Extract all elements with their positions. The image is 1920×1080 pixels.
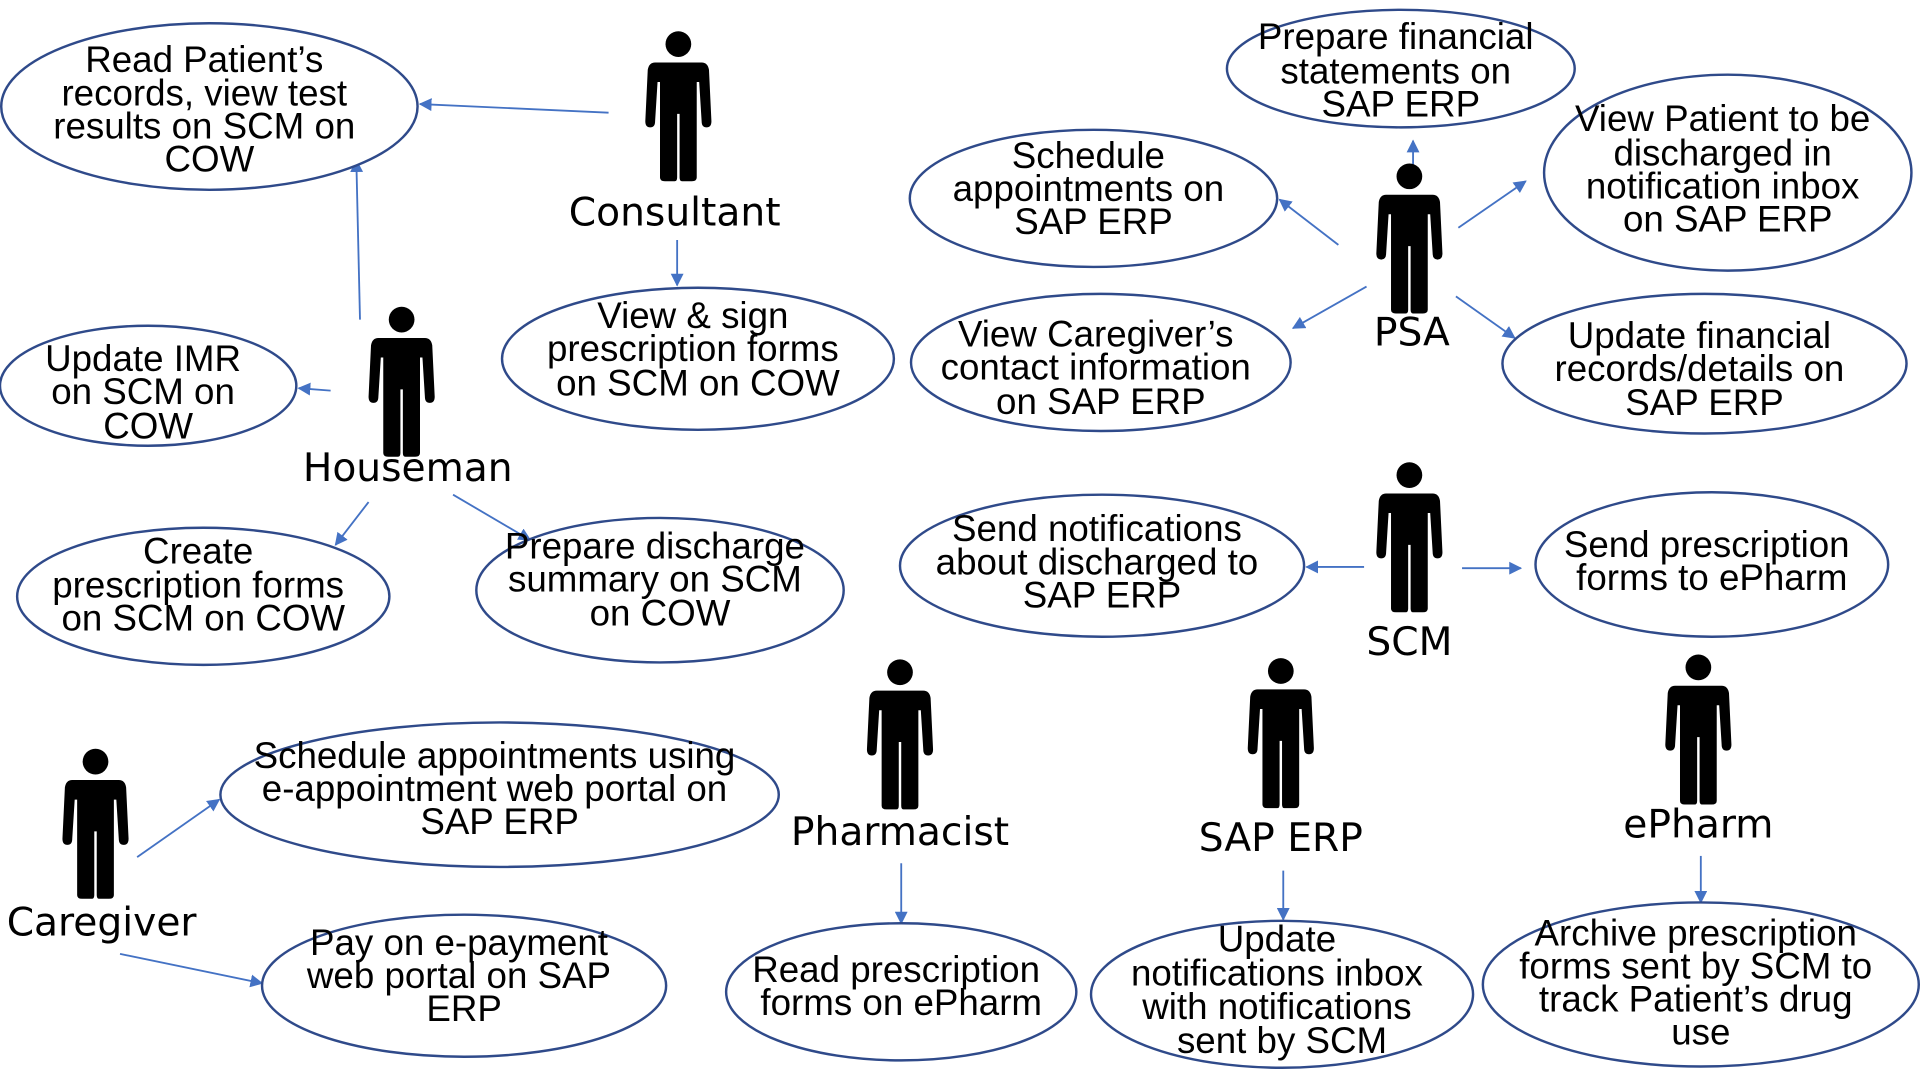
- use-case-update-imr: Update IMR on SCM on COW: [0, 324, 298, 447]
- actor-houseman: Houseman: [303, 306, 513, 491]
- actor-label: Houseman: [303, 446, 513, 491]
- person-icon: [368, 306, 435, 457]
- actor-consultant: Consultant: [569, 31, 781, 235]
- actor-pharmacist: Pharmacist: [791, 659, 1009, 855]
- actor-label: ePharm: [1623, 803, 1773, 848]
- arrow-houseman-create-rx: [334, 501, 370, 546]
- use-case-archive-rx: Archive prescription forms sent by SCM t…: [1481, 901, 1920, 1068]
- use-case-label: Schedule appointments using e-appointmen…: [254, 735, 746, 842]
- association-arrows: [119, 98, 1708, 988]
- arrow-psa-caregiver-contact: [1291, 285, 1367, 329]
- person-icon: [866, 659, 934, 810]
- use-case-epayment: Pay on e-payment web portal on SAP ERP: [260, 913, 668, 1058]
- person-icon: [1376, 163, 1443, 314]
- use-case-discharge-summary: Prepare discharge summary on SCM on COW: [475, 516, 845, 664]
- use-case-label: Read Patient’s records, view test result…: [53, 39, 365, 179]
- use-case-send-rx: Send prescription forms to ePharm: [1534, 491, 1890, 638]
- use-case-label: Update IMR on SCM on COW: [45, 338, 251, 446]
- use-case-label: View Caregiver’s contact information on …: [941, 314, 1261, 422]
- person-icon: [62, 748, 129, 899]
- arrow-caregiver-epayment: [119, 952, 264, 988]
- actor-epharm: ePharm: [1623, 654, 1773, 848]
- use-case-label: View Patient to be discharged in notific…: [1575, 98, 1881, 239]
- use-case-label: Update notifications inbox with notifica…: [1131, 918, 1433, 1061]
- person-icon: [1665, 654, 1732, 805]
- use-case-label: Update financial records/details on SAP …: [1554, 315, 1854, 423]
- use-case-send-notifications: Send notifications about discharged to S…: [898, 493, 1306, 638]
- actor-label: Pharmacist: [791, 810, 1009, 855]
- use-case-label: Read prescription forms on ePharm: [752, 949, 1050, 1023]
- arrow-caregiver-eappointment: [136, 798, 221, 858]
- use-case-financial-statements: Prepare financial statements on SAP ERP: [1225, 8, 1576, 129]
- arrow-houseman-update-imr: [297, 382, 331, 396]
- use-case-update-inbox: Update notifications inbox with notifica…: [1089, 918, 1475, 1069]
- use-case-caregiver-contact: View Caregiver’s contact information on …: [909, 292, 1292, 433]
- actor-caregiver: Caregiver: [7, 748, 198, 946]
- use-case-label: Send prescription forms to ePharm: [1564, 524, 1860, 598]
- person-icon: [1247, 658, 1314, 809]
- use-case-eappointment: Schedule appointments using e-appointmen…: [219, 721, 780, 869]
- arrow-houseman-discharge-summary: [452, 493, 532, 541]
- actor-label: SCM: [1366, 620, 1452, 665]
- arrow-psa-view-discharged: [1457, 180, 1527, 229]
- arrow-psa-schedule: [1278, 198, 1339, 246]
- actor-scm: SCM: [1366, 462, 1452, 665]
- use-case-label: Archive prescription forms sent by SCM t…: [1519, 912, 1882, 1052]
- actor-psa: PSA: [1374, 163, 1450, 355]
- use-case-label: Create prescription forms on SCM on COW: [52, 530, 354, 638]
- use-case-label: Prepare discharge summary on SCM on COW: [505, 525, 815, 633]
- use-case-label: Schedule appointments on SAP ERP: [953, 135, 1235, 242]
- actor-label: Consultant: [569, 190, 781, 235]
- use-case-read-records: Read Patient’s records, view test result…: [0, 22, 419, 192]
- use-case-label: Pay on e-payment web portal on SAP ERP: [306, 922, 621, 1029]
- use-case-update-financial: Update financial records/details on SAP …: [1501, 292, 1908, 435]
- actor-label: Caregiver: [7, 901, 198, 946]
- use-case-create-rx: Create prescription forms on SCM on COW: [15, 526, 391, 667]
- use-case-label: View & sign prescription forms on SCM on…: [547, 295, 849, 403]
- arrow-consultant-read-records: [418, 98, 609, 114]
- use-case-psa-schedule: Schedule appointments on SAP ERP: [908, 128, 1279, 269]
- use-case-label: Send notifications about discharged to S…: [936, 508, 1269, 615]
- person-icon: [645, 31, 712, 182]
- use-case-label: Prepare financial statements on SAP ERP: [1258, 16, 1544, 124]
- actor-sap-erp: SAP ERP: [1199, 658, 1363, 861]
- use-case-view-discharged: View Patient to be discharged in notific…: [1542, 73, 1913, 272]
- person-icon: [1376, 462, 1443, 613]
- arrow-houseman-read-records: [350, 159, 364, 320]
- actor-label: SAP ERP: [1199, 816, 1363, 861]
- use-case-view-sign: View & sign prescription forms on SCM on…: [500, 286, 896, 432]
- arrow-psa-update-financial: [1455, 295, 1516, 339]
- actor-label: PSA: [1374, 310, 1450, 355]
- use-case-read-rx: Read prescription forms on ePharm: [724, 922, 1078, 1062]
